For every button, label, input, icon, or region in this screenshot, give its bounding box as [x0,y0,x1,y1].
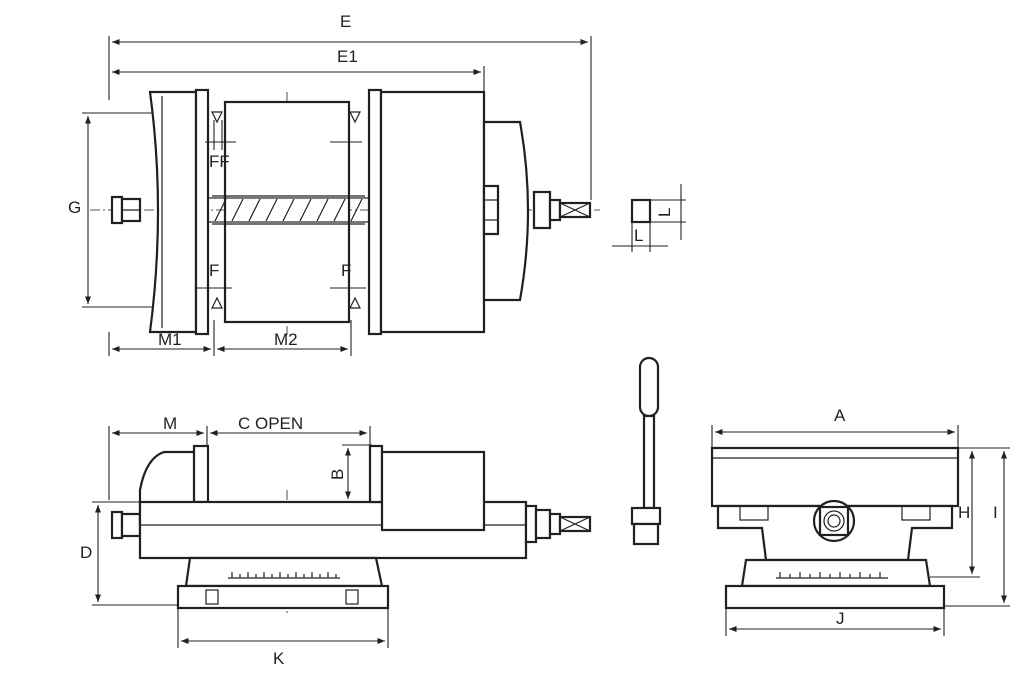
moving-jaw-body [379,90,486,334]
base-plate-front [724,584,946,610]
label-c-open: C OPEN [238,414,303,433]
label-f-right: F [341,261,351,280]
label-e: E [340,12,351,31]
front-view [710,425,1010,636]
fixed-jaw-body [148,90,198,334]
label-e1: E1 [337,47,358,66]
label-a: A [834,406,846,425]
label-h: H [958,503,970,522]
front-jaw [710,446,960,508]
label-d: D [80,543,92,562]
label-l-vertical: L [655,208,674,217]
label-l-horizontal: L [634,226,643,245]
base-plate-side [176,584,390,610]
label-ff: FF [209,152,230,171]
label-m1: M1 [158,330,182,349]
label-b: B [328,469,347,480]
label-g: G [68,198,81,217]
side-view [92,426,592,648]
l-detail [612,184,686,252]
label-j: J [836,609,845,628]
top-view [82,36,600,356]
label-k: K [273,649,285,668]
label-i: I [993,503,998,522]
label-f-left: F [209,261,219,280]
handle [630,356,662,546]
label-m: M [163,414,177,433]
label-m2: M2 [274,330,298,349]
